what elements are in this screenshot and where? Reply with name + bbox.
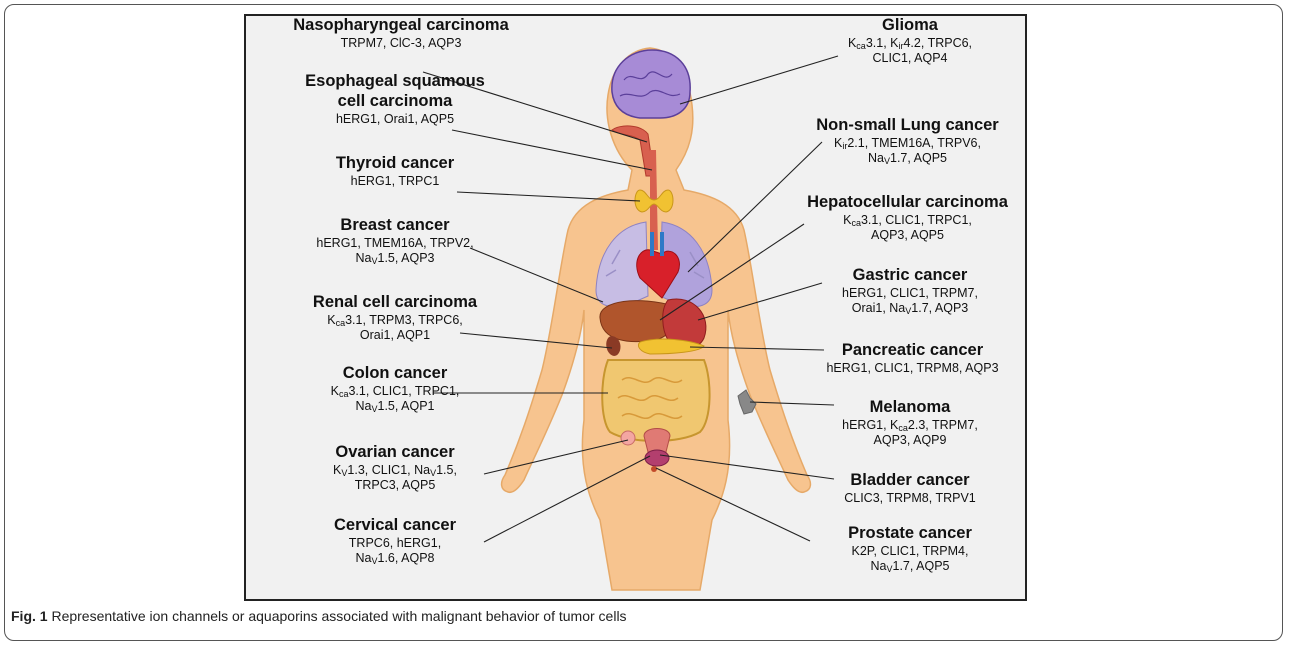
label-esophageal: Esophageal squamous cell carcinoma hERG1… [265, 72, 525, 127]
channel-list: CLIC3, TRPM8, TRPV1 [800, 491, 1020, 506]
figure-caption-label: Fig. 1 [11, 608, 48, 624]
label-nsclc: Non-small Lung cancer Kir2.1, TMEM16A, T… [795, 116, 1020, 166]
label-renal: Renal cell carcinoma Kca3.1, TRPM3, TRPC… [280, 293, 510, 343]
channel-list: hERG1, CLIC1, TRPM8, AQP3 [800, 361, 1025, 376]
label-glioma: Glioma Kca3.1, Kir4.2, TRPC6, CLIC1, AQP… [800, 16, 1020, 66]
cancer-name: Gastric cancer [800, 266, 1020, 286]
channel-list: hERG1, Kca2.3, TRPM7, AQP3, AQP9 [800, 418, 1020, 448]
figure-caption: Fig. 1 Representative ion channels or aq… [11, 608, 627, 624]
channel-list: KV1.3, CLIC1, NaV1.5, TRPC3, AQP5 [290, 463, 500, 493]
label-nasopharyngeal: Nasopharyngeal carcinoma TRPM7, ClC-3, A… [265, 16, 537, 51]
cancer-name: Non-small Lung cancer [795, 116, 1020, 136]
label-ovarian: Ovarian cancer KV1.3, CLIC1, NaV1.5, TRP… [290, 443, 500, 493]
channel-list: Kca3.1, Kir4.2, TRPC6, CLIC1, AQP4 [800, 36, 1020, 66]
figure-caption-text: Representative ion channels or aquaporin… [51, 608, 626, 624]
prostate-shape [651, 466, 657, 472]
cancer-name: Cervical cancer [290, 516, 500, 536]
cancer-name: Renal cell carcinoma [280, 293, 510, 313]
cancer-name: Breast cancer [275, 216, 515, 236]
cancer-name-line-2: cell carcinoma [265, 92, 525, 112]
label-breast: Breast cancer hERG1, TMEM16A, TRPV2, NaV… [275, 216, 515, 266]
cancer-name: Bladder cancer [800, 471, 1020, 491]
cancer-name: Melanoma [800, 398, 1020, 418]
channel-list: hERG1, TRPC1 [300, 174, 490, 189]
label-prostate: Prostate cancer K2P, CLIC1, TRPM4, NaV1.… [800, 524, 1020, 574]
channel-list: hERG1, TMEM16A, TRPV2, NaV1.5, AQP3 [275, 236, 515, 266]
cancer-name: Nasopharyngeal carcinoma [265, 16, 537, 36]
channel-list: Kir2.1, TMEM16A, TRPV6, NaV1.7, AQP5 [795, 136, 1020, 166]
cancer-name: Colon cancer [290, 364, 500, 384]
channel-list: TRPM7, ClC-3, AQP3 [265, 36, 537, 51]
label-colon: Colon cancer Kca3.1, CLIC1, TRPC1, NaV1.… [290, 364, 500, 414]
label-bladder: Bladder cancer CLIC3, TRPM8, TRPV1 [800, 471, 1020, 506]
label-melanoma: Melanoma hERG1, Kca2.3, TRPM7, AQP3, AQP… [800, 398, 1020, 448]
channel-list: Kca3.1, CLIC1, TRPC1, NaV1.5, AQP1 [290, 384, 500, 414]
label-gastric: Gastric cancer hERG1, CLIC1, TRPM7, Orai… [800, 266, 1020, 316]
label-pancreatic: Pancreatic cancer hERG1, CLIC1, TRPM8, A… [800, 341, 1025, 376]
channel-list: K2P, CLIC1, TRPM4, NaV1.7, AQP5 [800, 544, 1020, 574]
bladder-shape [645, 450, 669, 466]
label-hcc: Hepatocellular carcinoma Kca3.1, CLIC1, … [790, 193, 1025, 243]
channel-list: Kca3.1, CLIC1, TRPC1, AQP3, AQP5 [790, 213, 1025, 243]
channel-list: hERG1, CLIC1, TRPM7, Orai1, NaV1.7, AQP3 [800, 286, 1020, 316]
cancer-name: Ovarian cancer [290, 443, 500, 463]
label-thyroid: Thyroid cancer hERG1, TRPC1 [300, 154, 490, 189]
channel-list: Kca3.1, TRPM3, TRPC6, Orai1, AQP1 [280, 313, 510, 343]
cancer-name: Esophageal squamous [265, 72, 525, 92]
cancer-name: Hepatocellular carcinoma [790, 193, 1025, 213]
cancer-name: Thyroid cancer [300, 154, 490, 174]
cancer-name: Prostate cancer [800, 524, 1020, 544]
label-cervical: Cervical cancer TRPC6, hERG1, NaV1.6, AQ… [290, 516, 500, 566]
channel-list: TRPC6, hERG1, NaV1.6, AQP8 [290, 536, 500, 566]
cancer-name: Glioma [800, 16, 1020, 36]
cancer-name: Pancreatic cancer [800, 341, 1025, 361]
ovary-shape [621, 431, 635, 445]
brain-shape [612, 50, 690, 118]
channel-list: hERG1, Orai1, AQP5 [265, 112, 525, 127]
